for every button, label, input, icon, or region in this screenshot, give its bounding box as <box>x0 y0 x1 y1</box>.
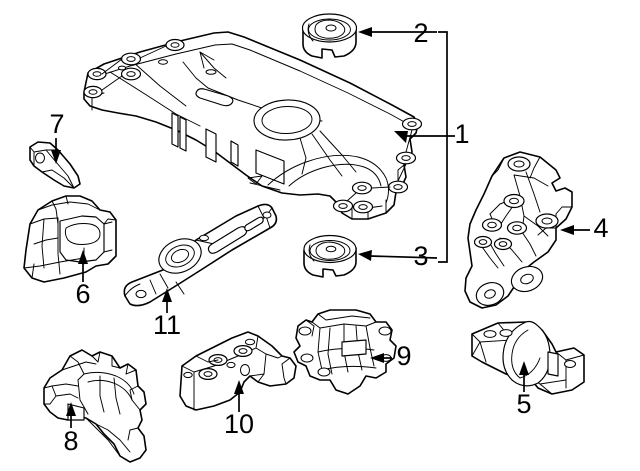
callout-label-3: 3 <box>413 241 428 271</box>
callout-label-4: 4 <box>593 213 608 243</box>
callout-label-6: 6 <box>75 279 90 309</box>
callout-label-2: 2 <box>413 18 428 48</box>
subframe-bolt-hole-cluster-left <box>83 38 185 99</box>
callout-bracket-1-2-3 <box>438 31 448 263</box>
leader-line-10 <box>234 380 244 412</box>
part-engine-mount-support-bracket[interactable] <box>464 151 573 309</box>
callout-label-11: 11 <box>153 310 181 340</box>
callout-label-8: 8 <box>63 426 78 456</box>
bracket4-bolt-holes <box>473 156 559 251</box>
leader-line-2 <box>358 27 437 37</box>
callout-label-1: 1 <box>454 119 469 149</box>
leader-line-8 <box>66 402 76 428</box>
leader-line-4 <box>560 225 590 235</box>
part-mount-heat-shield-bracket[interactable] <box>29 141 81 189</box>
leader-line-9 <box>370 353 392 363</box>
subframe-bolt-hole-cluster-right <box>332 117 423 214</box>
part-engine-cradle-subframe[interactable] <box>83 31 423 220</box>
part-torque-strut-mount-bracket[interactable] <box>471 320 585 395</box>
callout-label-10: 10 <box>224 409 254 439</box>
leader-line-1 <box>394 131 455 143</box>
leader-line-6 <box>78 250 88 282</box>
part-transmission-mount-support[interactable] <box>179 331 297 411</box>
part-engine-mount-right[interactable] <box>23 195 117 283</box>
leader-line-3 <box>358 250 438 261</box>
callout-label-7: 7 <box>49 109 64 139</box>
leader-line-7 <box>51 138 61 164</box>
callout-label-9: 9 <box>396 341 411 371</box>
part-torque-strut-dog-bone[interactable] <box>123 203 278 307</box>
leader-line-5 <box>519 361 529 392</box>
callout-label-5: 5 <box>516 389 531 419</box>
part-transmission-mount[interactable] <box>293 309 397 395</box>
part-subframe-bushing-upper[interactable] <box>301 13 358 59</box>
part-transmission-mount-bracket[interactable] <box>43 349 147 463</box>
part-subframe-bushing-lower[interactable] <box>303 234 357 278</box>
leader-line-11 <box>162 288 172 313</box>
